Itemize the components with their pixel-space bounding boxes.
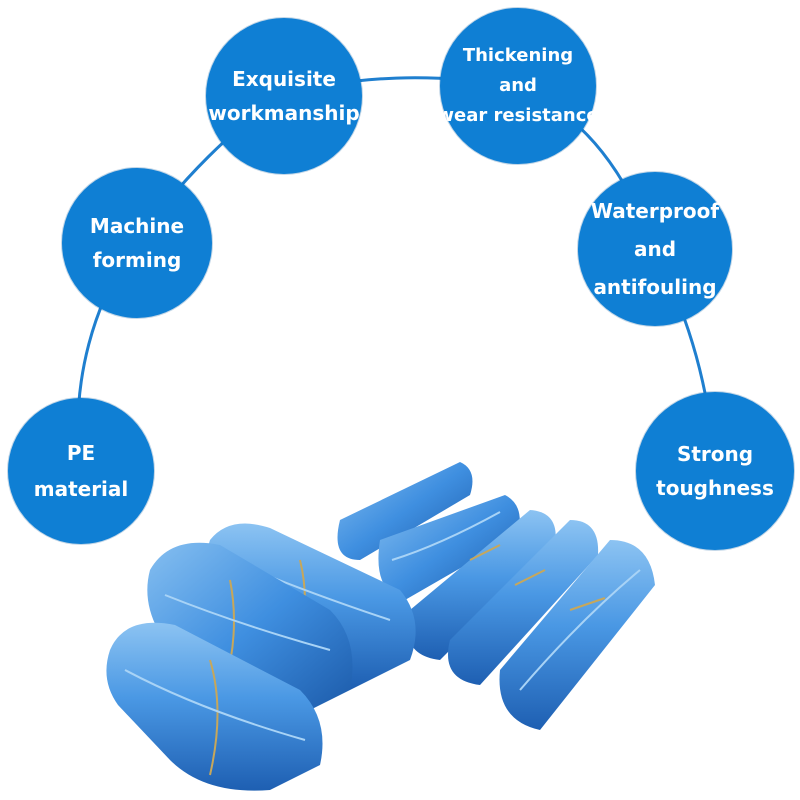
- roll-front-bottom: [106, 622, 323, 791]
- feature-text: wear resistance: [437, 105, 599, 126]
- feature-text: Waterproof: [590, 199, 720, 223]
- feature-text: antifouling: [593, 275, 717, 299]
- feature-text: material: [33, 477, 129, 501]
- feature-text: and: [499, 75, 537, 96]
- feature-bubble-waterproof: Waterproof and antifouling: [578, 172, 732, 326]
- feature-text: PE: [66, 441, 96, 465]
- feature-text: Machine: [89, 214, 185, 238]
- feature-bubble-strong-toughness: Strong toughness: [636, 392, 794, 550]
- roll-back-3: [407, 510, 556, 660]
- roll-back-1: [337, 462, 473, 560]
- roll-back-4: [448, 520, 599, 685]
- feature-bubble-pe-material: PE material: [8, 398, 154, 544]
- feature-text: and: [633, 237, 677, 261]
- roll-back-5: [499, 540, 655, 730]
- feature-text: Exquisite: [232, 67, 336, 91]
- feature-text: Thickening: [462, 45, 574, 66]
- feature-text: toughness: [656, 476, 774, 500]
- feature-bubble-exquisite-workmanship: Exquisite workmanship: [206, 18, 362, 174]
- feature-text: workmanship: [208, 101, 360, 125]
- roll-back-2: [378, 495, 520, 600]
- feature-text: Strong: [676, 442, 754, 466]
- feature-bubble-thickening: Thickening and wear resistance: [437, 8, 599, 164]
- feature-bubble-machine-forming: Machine forming: [62, 168, 212, 318]
- feature-text: forming: [92, 248, 182, 272]
